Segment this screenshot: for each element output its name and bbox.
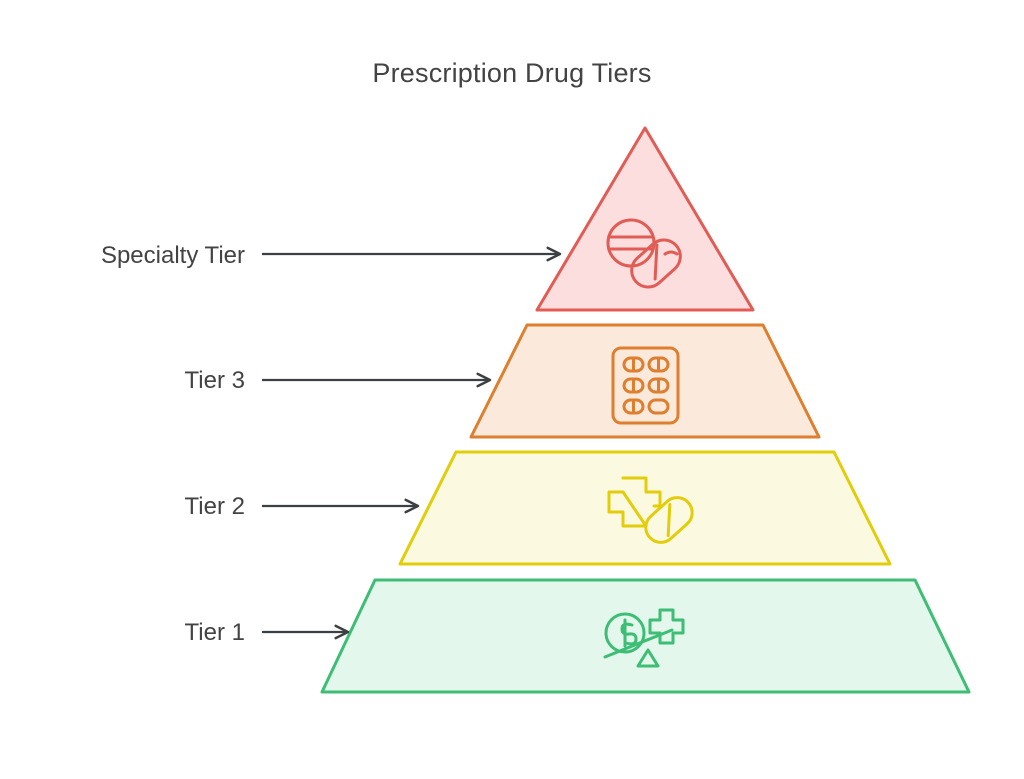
page-title: Prescription Drug Tiers (372, 58, 652, 88)
tier-label-specialty: Specialty Tier (100, 242, 245, 269)
tier-label-tier3: Tier 3 (184, 367, 245, 394)
pyramid-level-tier1[interactable] (320, 578, 971, 694)
tier2-shape[interactable] (398, 450, 892, 566)
medical-cross-capsule-icon (607, 476, 694, 544)
cost-balance-scale-icon (603, 608, 685, 668)
pyramid-level-tier2[interactable] (398, 450, 892, 566)
pill-tablet-capsule-icon (606, 218, 682, 289)
tier3-shape[interactable] (469, 323, 821, 439)
tier-label-tier1: Tier 1 (184, 619, 245, 646)
tier-label-tier2: Tier 2 (184, 493, 245, 520)
specialty-tier-shape[interactable] (535, 126, 755, 312)
pyramid-level-tier3[interactable] (469, 323, 821, 439)
blister-pack-icon (611, 346, 680, 425)
tier1-shape[interactable] (320, 578, 971, 694)
pyramid-level-specialty[interactable] (535, 126, 755, 312)
